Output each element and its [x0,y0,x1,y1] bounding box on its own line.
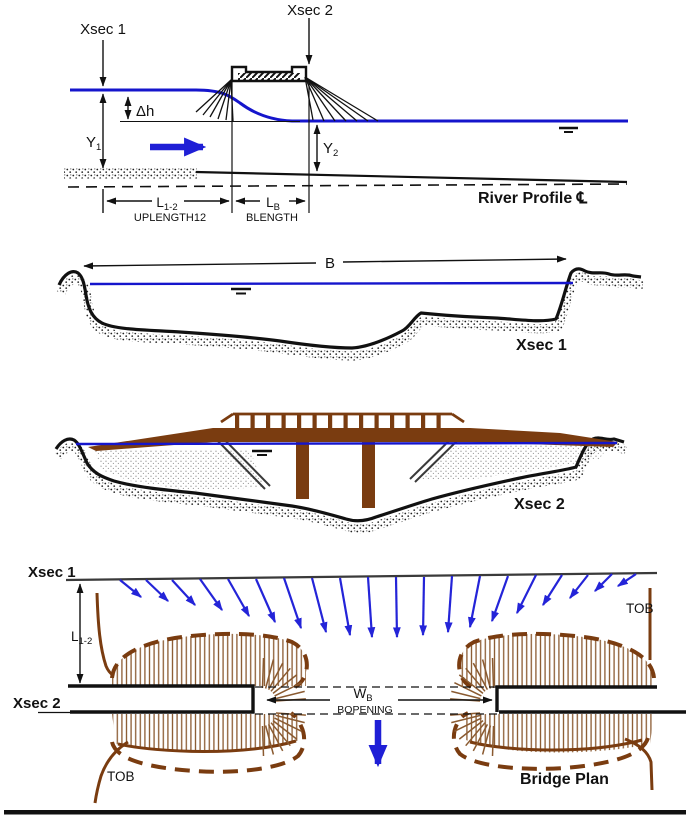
scour-areas [110,631,656,774]
bridge-plan-caption: Bridge Plan [520,771,609,788]
xsec1-bed-line [57,267,642,350]
approach-flow-arrows [119,573,637,639]
left-embankment-fill [94,450,264,491]
l12-label: L1-2 [156,195,177,213]
bridge-railing [220,412,465,429]
bridge-deck-hatch [238,73,300,80]
river-profile-caption: River Profile ℄ [478,190,588,207]
plan-l12-label: L1-2 [71,629,92,647]
right-pier [362,442,375,508]
water-surface-symbol [252,449,272,456]
scour-outline-downstream-right [451,711,650,771]
xsec2-caption: Xsec 2 [514,496,565,513]
river-profile-panel: Xsec 1 Xsec 2 Δh Y1 Y2 L1-2 UPLENGTH12 L… [64,2,628,224]
profile-xsec1-label: Xsec 1 [80,21,126,38]
bottom-border-line [4,810,686,815]
lb-label: LB [266,195,280,213]
plan-xsec1-line [65,571,658,582]
left-pier [296,442,309,499]
bopening-label: BOPENING [337,704,392,716]
uplength12-label: UPLENGTH12 [134,212,206,224]
y2-label: Y2 [323,140,338,159]
profile-xsec2-label: Xsec 2 [287,2,333,19]
water-surface-symbol [231,287,251,295]
xsec2-bed-line [54,436,625,523]
wb-label: WB [353,686,372,704]
right-abutment-outline [495,685,657,712]
xsec1-caption: Xsec 1 [516,337,567,354]
scour-limit-downstream-right [469,738,643,752]
left-approach-embankment [88,428,213,451]
top-of-bank-lines [93,588,654,804]
xsec1-water-line [89,281,574,286]
upstream-fan-lines [195,79,234,122]
bridge-plan-panel: Xsec 1 Xsec 2 L1-2 TOB TOB WB BOPENING B… [13,564,686,804]
y1-label: Y1 [86,134,101,153]
scour-outline-downstream-left [110,711,307,774]
datum-dashed-line [67,183,628,188]
b-dim-right [342,255,567,263]
right-embankment-fill [418,445,610,480]
river-bed-line [195,170,628,184]
left-abutment-outline [68,684,255,714]
b-dim-left [83,262,317,270]
blength-label: BLENGTH [246,212,298,224]
xsec1-panel: B Xsec 1 [56,255,644,361]
delta-h-label: Δh [136,103,154,120]
scour-limit-downstream-left [117,739,297,753]
xsec2-water-line [75,441,618,446]
downstream-fan-lines [304,76,379,122]
b-label: B [325,255,335,272]
xsec1-bed-texture [56,272,644,361]
scour-hatch-upstream-left [112,633,307,686]
xsec2-panel: Xsec 2 [54,412,628,534]
water-surface-profile [70,88,628,123]
tob-right-label: TOB [626,601,654,616]
water-surface-symbol [559,126,578,133]
plan-xsec2-label: Xsec 2 [13,695,61,712]
bridge-deck [213,428,470,442]
tob-left-label: TOB [107,769,135,784]
xsec2-bed-texture [54,441,628,534]
plan-xsec1-label: Xsec 1 [28,564,76,581]
scour-hatch-upstream-right [459,633,654,686]
